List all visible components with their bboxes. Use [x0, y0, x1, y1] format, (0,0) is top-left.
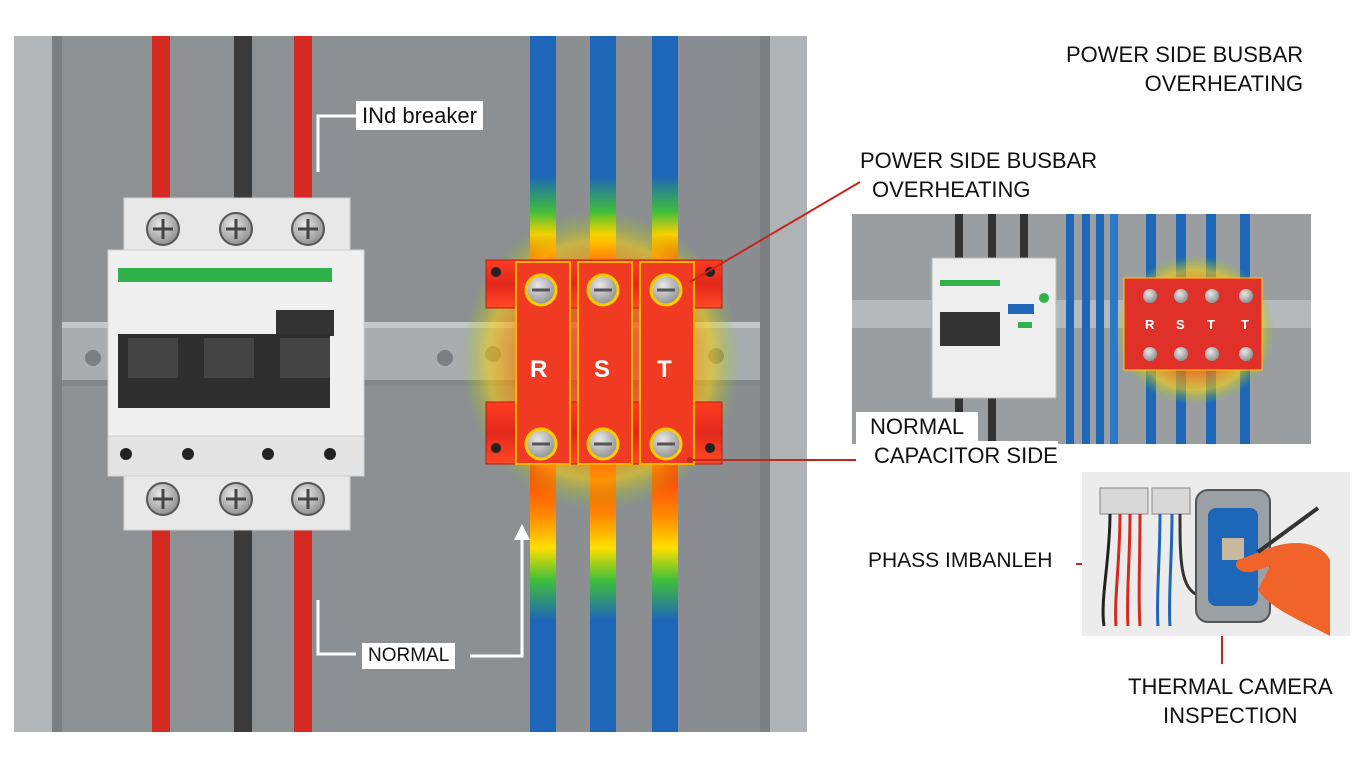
- busbar-screws: [524, 273, 683, 461]
- top-right-title: POWER SIDE BUSBAR OVERHEATING: [1066, 42, 1303, 97]
- inset-thermal-camera: [1082, 472, 1350, 636]
- power-side-label: POWER SIDE BUSBAR OVERHEATING: [860, 148, 1097, 203]
- busbar-block: [485, 259, 723, 465]
- wire-red-right-bottom: [294, 520, 312, 732]
- top-right-title-line1: POWER SIDE BUSBAR: [1066, 42, 1304, 67]
- breaker-green-stripe: [118, 268, 332, 282]
- normal-capacitor-line1: NORMAL: [856, 412, 979, 442]
- power-side-leader-line: [689, 181, 861, 283]
- inset-phase-label-r: R: [1145, 317, 1155, 332]
- phase-label-s: S: [594, 356, 611, 383]
- phase-imbalance-label: PHASS IMBANLEH: [868, 549, 1053, 572]
- wire-red-right-top: [294, 36, 312, 206]
- inset-panel-overview: [852, 214, 1311, 444]
- phase-label-r: R: [530, 356, 548, 383]
- wire-red-left-top: [152, 36, 170, 206]
- normal-capacitor-label: NORMAL CAPACITOR SIDE: [856, 412, 1058, 469]
- breaker-label: INd breaker: [356, 101, 483, 131]
- inset-phase-label-t2: T: [1241, 317, 1249, 332]
- breaker-leader-line: [316, 114, 356, 172]
- wire-dark-bottom: [234, 520, 252, 732]
- inset-phase-label-s: S: [1176, 317, 1185, 332]
- normal-capacitor-line2: CAPACITOR SIDE: [856, 441, 1058, 469]
- top-right-title-line2: OVERHEATING: [1144, 71, 1304, 97]
- thermal-camera-line2: INSPECTION: [1163, 703, 1298, 729]
- normal-arrow-line: [470, 530, 524, 658]
- wire-dark-top: [234, 36, 252, 206]
- hand-icon: [1235, 543, 1330, 636]
- thermal-camera-line1: THERMAL CAMERA: [1128, 674, 1333, 699]
- power-side-label-line1: POWER SIDE BUSBAR: [860, 148, 1098, 173]
- breaker-screws: [146, 212, 325, 516]
- circuit-breaker: [107, 197, 365, 531]
- inset-phase-label-t1: T: [1207, 317, 1215, 332]
- normal-leader-line: [316, 600, 356, 656]
- thermal-camera-label: THERMAL CAMERA INSPECTION: [1128, 674, 1333, 729]
- power-side-label-line2: OVERHEATING: [872, 177, 1031, 203]
- normal-label: NORMAL: [362, 643, 456, 669]
- wire-red-left-bottom: [152, 520, 170, 732]
- phase-label-t: T: [657, 356, 672, 383]
